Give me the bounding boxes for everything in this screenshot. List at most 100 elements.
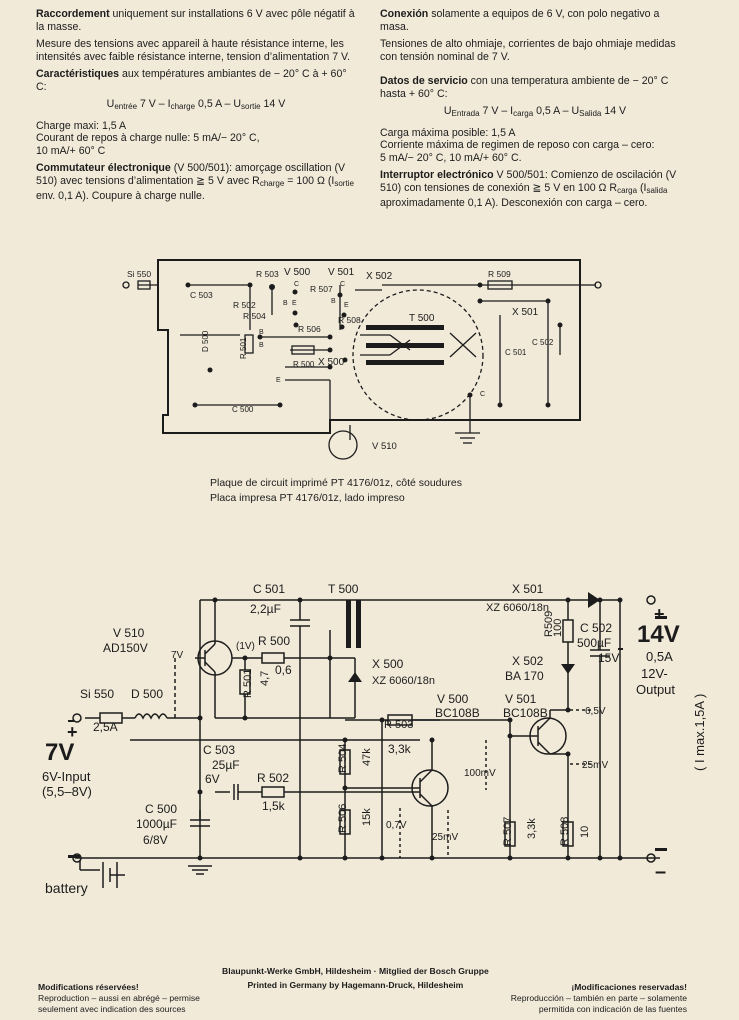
pcb-pin: E <box>276 377 281 384</box>
sch-x501-label: X 501 <box>512 582 544 596</box>
footer-center-company: Blaupunkt-Werke GmbH, Hildesheim · Mitgl… <box>222 966 489 976</box>
sch-meas-0-7v: 0,7V <box>386 820 407 831</box>
sch-r507-label: R 507 <box>502 817 514 846</box>
pcb-label-c503: C 503 <box>190 290 213 300</box>
sch-r502-label: R 502 <box>257 771 289 785</box>
sch-r508-label: R 508 <box>559 817 571 846</box>
pcb-pin: B <box>259 342 264 349</box>
pcb-pin: C <box>480 391 485 398</box>
pcb-pin: B <box>283 300 288 307</box>
footer-right: ¡Modificaciones reservadas! Reproducción… <box>510 982 687 1014</box>
pcb-label-x502: X 502 <box>366 271 393 282</box>
fr-measurement-paragraph: Mesure des tensions avec appareil à haut… <box>36 38 351 63</box>
fr-characteristics-paragraph: Caractéristiques aux températures ambian… <box>36 68 347 93</box>
sch-v501-label: V 501 <box>505 692 537 706</box>
sch-c502-label: C 502 <box>580 621 612 635</box>
sch-c500-value: 1000µF <box>136 817 177 831</box>
sch-r501-value: 4,7 <box>259 671 271 686</box>
sch-output-minus: – <box>655 861 666 883</box>
sch-v510-label: V 510 <box>113 626 145 640</box>
french-text-column: Raccordement uniquement sur installation… <box>36 8 356 208</box>
pcb-label-r506: R 506 <box>298 324 321 334</box>
sch-c500-label: C 500 <box>145 802 177 816</box>
pcb-label-v500: V 500 <box>284 267 311 278</box>
sch-meas-6-5v: 6,5V <box>585 706 606 717</box>
pcb-pads <box>185 282 563 408</box>
sch-c503-label: C 503 <box>203 743 235 757</box>
sch-x502-value: BA 170 <box>505 669 544 683</box>
sch-r509-label: R509 <box>543 611 555 637</box>
pcb-pin: B <box>259 329 264 336</box>
sch-x502-label: X 502 <box>512 654 544 668</box>
fr-formula: Uentrée 7 V – Icharge 0,5 A – Usortie 14… <box>106 98 286 111</box>
sch-r509-value: 100 <box>552 619 564 637</box>
pcb-label-t500: T 500 <box>409 313 435 324</box>
footer-left: Modifications réservées! Reproduction – … <box>38 982 200 1014</box>
sch-r506-label: R 506 <box>337 804 349 833</box>
sch-r500-value: 0,6 <box>275 663 292 677</box>
pcb-label-r508: R 508 <box>338 315 361 325</box>
pcb-pin: E <box>292 300 297 307</box>
sch-d500-label: D 500 <box>131 687 163 701</box>
sch-si550-label: Si 550 <box>80 687 114 701</box>
sch-output-label-1: 12V- <box>641 666 668 681</box>
sch-x500-label: X 500 <box>372 657 404 671</box>
sch-r504-value: 47k <box>361 748 373 766</box>
sch-r500-label: R 500 <box>258 634 290 648</box>
sch-v1-readout: (1V) <box>236 641 255 652</box>
fr-switch-paragraph: Commutateur électronique (V 500/501): am… <box>36 162 354 202</box>
sch-output-plus: + <box>654 604 665 624</box>
sch-battery-label: battery <box>45 880 88 896</box>
sch-r506-value: 15k <box>361 808 373 826</box>
sch-r507-value: 3,3k <box>526 818 538 839</box>
sch-input-plus: + <box>67 722 78 742</box>
sch-t500-label: T 500 <box>328 582 359 596</box>
sch-v500-value: BC108B <box>435 706 480 720</box>
pcb-pin: C <box>294 281 299 288</box>
sch-x500-value: XZ 6060/18n <box>372 675 435 687</box>
sch-c500-voltage: 6/8V <box>143 833 168 847</box>
sch-meas-25mv-a: 25mV <box>582 760 608 771</box>
es-formula: UEntrada 7 V – Icarga 0,5 A – USalida 14… <box>443 105 627 118</box>
sch-v500-label: V 500 <box>437 692 469 706</box>
spanish-text-column: Conexión solamente a equipos de 6 V, con… <box>380 8 690 215</box>
pcb-caption-es: Placa impresa PT 4176/01z, lado impreso <box>210 492 405 504</box>
sch-c503-value: 25µF <box>212 758 240 772</box>
sch-c502-value: 500µF <box>577 636 611 650</box>
footer-right-title: ¡Modificaciones reservadas! <box>571 982 687 992</box>
sch-meas-25mv-b: 25mV <box>432 832 458 843</box>
pcb-label-c502: C 502 <box>532 338 554 347</box>
es-measurement-paragraph: Tensiones de alto ohmiaje, corrientes de… <box>380 38 676 63</box>
sch-v7-readout: 7V <box>171 650 184 661</box>
sch-v501-value: BC108B <box>503 706 548 720</box>
pcb-label-d500: D 500 <box>201 330 210 352</box>
pcb-pin: B <box>331 298 336 305</box>
pcb-label-c500: C 500 <box>232 405 254 414</box>
pcb-pin: E <box>344 302 349 309</box>
sch-c503-voltage: 6V <box>205 772 220 786</box>
pcb-diagram: Si 550 R 503 V 500 V 501 X 502 R 509 C 5… <box>122 259 602 460</box>
pcb-label-r502: R 502 <box>233 300 256 310</box>
pcb-label-r509: R 509 <box>488 269 511 279</box>
sch-output-label-2: Output <box>636 682 675 697</box>
sch-input-label: 6V-Input <box>42 769 91 784</box>
es-service-paragraph: Datos de servicio con una temperatura am… <box>380 75 669 100</box>
sch-c502-voltage: 15V <box>598 651 619 665</box>
sch-r501-label: R 501 <box>242 669 254 698</box>
sch-imax-label: ( I max.1,5A ) <box>692 694 707 771</box>
pcb-label-r503: R 503 <box>256 269 279 279</box>
fr-connection-paragraph: Raccordement uniquement sur installation… <box>36 8 355 33</box>
es-switch-paragraph: Interruptor electrónico V 500/501: Comie… <box>380 169 677 209</box>
sch-input-voltage: 7V <box>45 739 74 766</box>
sch-si550-value: 2,5A <box>93 720 118 734</box>
pcb-label-c501: C 501 <box>505 348 527 357</box>
sch-c501-value: 2,2µF <box>250 602 281 616</box>
junction-dots <box>197 597 623 861</box>
sch-output-current: 0,5A <box>646 649 673 664</box>
sch-c501-label: C 501 <box>253 582 285 596</box>
pcb-label-x500: X 500 <box>318 357 345 368</box>
pcb-label-r504: R 504 <box>243 311 266 321</box>
footer-center-printer: Printed in Germany by Hagemann-Druck, Hi… <box>247 980 464 990</box>
sch-input-range: (5,5–8V) <box>42 784 92 799</box>
